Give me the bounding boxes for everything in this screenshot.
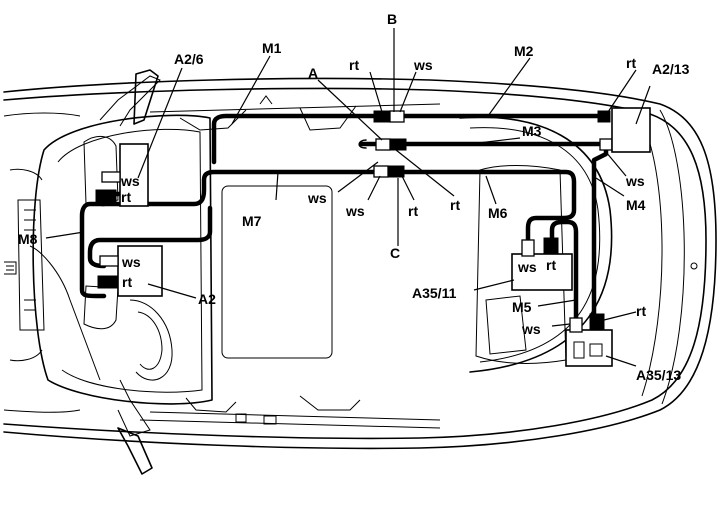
label-m7: M7: [242, 213, 262, 229]
label-a2-6: A2/6: [174, 51, 204, 67]
label-ws-a2: ws: [121, 254, 141, 270]
component-a2-13: [611, 107, 651, 153]
label-rt-conn-c: rt: [408, 203, 418, 219]
label-m6: M6: [488, 205, 508, 221]
label-rt-center-right: rt: [450, 197, 460, 213]
cable-m7-return: [87, 205, 213, 269]
connector-b-ws: [389, 110, 405, 123]
label-m5: M5: [512, 299, 532, 315]
a2-13-ws-plug: [599, 138, 613, 151]
connector-c-rt: [387, 165, 405, 178]
connector-b-rt: [373, 110, 391, 123]
label-rt-b: rt: [349, 57, 359, 73]
label-rt-a2: rt: [122, 274, 132, 290]
cable-m6: [401, 169, 577, 243]
connector-a-rt: [389, 138, 407, 151]
component-a35-11: [511, 237, 573, 291]
component-a35-13: [565, 313, 613, 367]
label-ws-center: ws: [307, 190, 327, 206]
label-a: A: [308, 65, 318, 81]
label-rt-a35-11: rt: [546, 257, 556, 273]
labels: A2/6 M1 B rt ws M2 rt A2/13 A M3 ws M4 w…: [18, 11, 690, 383]
cable-m8: [79, 201, 107, 299]
connector-a-ws: [375, 138, 391, 151]
label-ws-a35-13: ws: [521, 321, 541, 337]
connectors: [358, 110, 613, 178]
label-ws-b: ws: [413, 57, 433, 73]
component-a2: [97, 245, 163, 297]
label-rt-a2-6: rt: [121, 189, 131, 205]
label-m4: M4: [626, 197, 646, 213]
label-m8: M8: [18, 231, 38, 247]
label-a35-13: A35/13: [636, 367, 681, 383]
label-ws-a2-6: ws: [120, 173, 140, 189]
label-m2: M2: [514, 43, 534, 59]
label-ws-conn-c: ws: [345, 203, 365, 219]
label-ws-a2-13: ws: [625, 173, 645, 189]
label-m3: M3: [522, 123, 542, 139]
label-a35-11: A35/11: [412, 285, 457, 301]
label-a2: A2: [198, 291, 216, 307]
label-m1: M1: [262, 40, 282, 56]
cable-m5: [549, 219, 579, 321]
label-rt-a2-13: rt: [626, 55, 636, 71]
label-ws-a35-11: ws: [517, 259, 537, 275]
label-c: C: [390, 245, 400, 261]
cable-m1-m2: [211, 113, 603, 165]
label-rt-a35-13: rt: [636, 303, 646, 319]
leader-lines: [45, 28, 651, 367]
label-b: B: [387, 11, 397, 27]
component-a2-6: [95, 143, 149, 207]
label-a2-13: A2/13: [652, 61, 690, 77]
a2-13-rt-plug: [597, 110, 611, 123]
connector-c-ws: [373, 165, 389, 178]
car-body-outline: [3, 69, 717, 475]
